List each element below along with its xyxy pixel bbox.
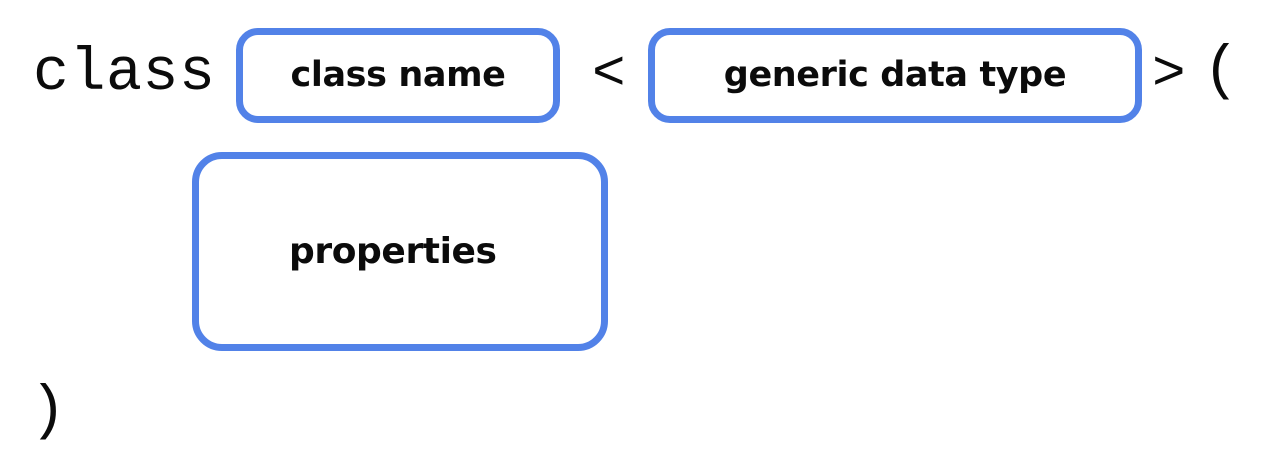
slot-properties-label: properties	[289, 230, 497, 272]
slot-class-name-label: class name	[290, 55, 506, 95]
angle-bracket-close-icon: >	[1152, 42, 1186, 106]
slot-properties[interactable]: properties	[192, 152, 608, 351]
parenthesis-close-icon: )	[30, 378, 67, 446]
parenthesis-open-icon: (	[1203, 38, 1240, 106]
slot-generic-data-type-label: generic data type	[723, 55, 1067, 95]
slot-generic-data-type[interactable]: generic data type	[648, 28, 1142, 123]
keyword-class-token: class	[33, 40, 216, 108]
angle-bracket-open-icon: <	[592, 42, 626, 106]
slot-class-name[interactable]: class name	[236, 28, 560, 123]
